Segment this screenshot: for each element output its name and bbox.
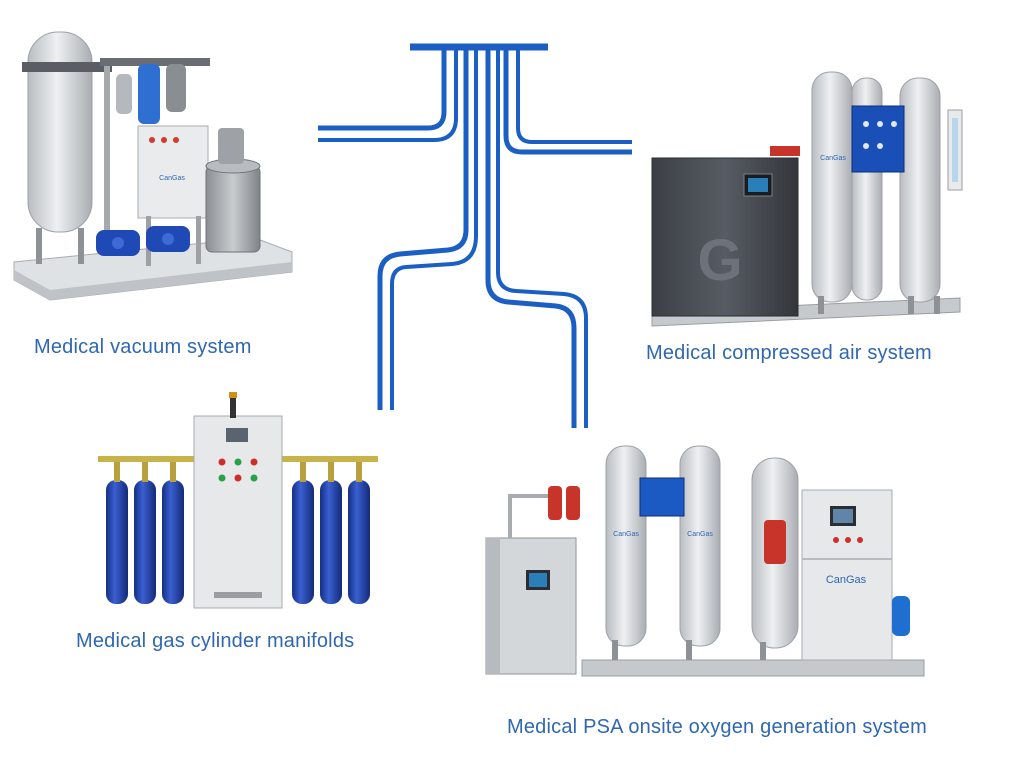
brand-mark: CanGas	[826, 574, 867, 586]
pipeline-icon	[318, 43, 632, 428]
cylinder-group-right	[292, 462, 370, 604]
vacuum-system-illustration: CanGas	[13, 31, 293, 301]
cylinder-group-left	[106, 462, 184, 604]
compressed-air-system-illustration: G CanGas	[651, 71, 963, 327]
brand-mark: CanGas	[613, 531, 639, 538]
caption-medical-gas-cylinder-manifolds: Medical gas cylinder manifolds	[76, 630, 355, 652]
caption-medical-psa-oxygen-system: Medical PSA onsite oxygen generation sys…	[507, 716, 927, 738]
psa-oxygen-generator-illustration: CanGas CanGas CanGas	[485, 445, 925, 677]
caption-medical-compressed-air-system: Medical compressed air system	[646, 342, 932, 364]
svg-text:G: G	[697, 228, 742, 293]
caption-medical-vacuum-system: Medical vacuum system	[34, 336, 252, 358]
brand-mark: CanGas	[687, 531, 713, 538]
brand-mark: CanGas	[159, 175, 185, 182]
brand-mark: CanGas	[820, 155, 846, 162]
gas-cylinder-manifold-illustration	[98, 392, 378, 609]
